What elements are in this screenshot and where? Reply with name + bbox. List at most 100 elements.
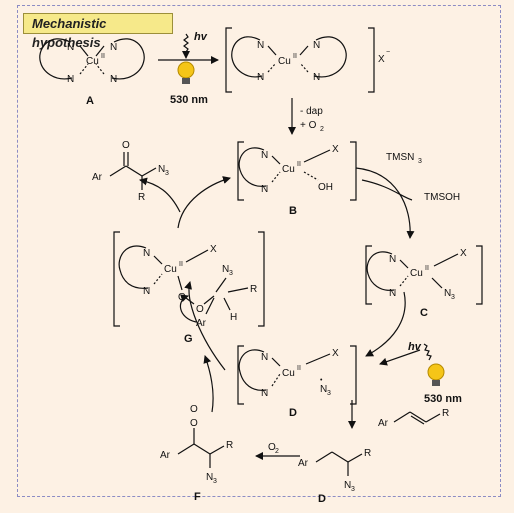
atom-n: N <box>110 74 117 85</box>
wavy-hv-right <box>423 343 432 361</box>
o2-subscript: 2 <box>275 448 279 455</box>
atom-n: N <box>67 74 74 85</box>
label-g: G <box>184 333 193 345</box>
atom-ar: Ar <box>160 450 171 461</box>
atom-ar: Ar <box>298 458 309 469</box>
atom-ar: Ar <box>196 318 207 329</box>
cycle-arc-c-to-d <box>365 291 406 357</box>
wavelength-label-2: 530 nm <box>424 393 462 405</box>
o2-subscript: 2 <box>320 126 324 133</box>
oxidation-state: II <box>297 161 301 168</box>
counter-anion: X <box>378 54 385 65</box>
atom-n: N <box>143 286 150 297</box>
atom-n: N <box>261 184 268 195</box>
atom-n: N <box>257 72 264 83</box>
tmsoh-release-curve <box>361 179 413 201</box>
azide-group: N <box>206 472 213 483</box>
atom-n: N <box>110 42 117 53</box>
label-d: D <box>289 407 297 419</box>
atom-ar: Ar <box>378 418 389 429</box>
complex-g <box>113 231 265 327</box>
hv-label-2: hv <box>408 341 422 353</box>
atom-cu: Cu <box>278 56 291 67</box>
oxidation-state: II <box>101 53 105 60</box>
atom-n: N <box>261 388 268 399</box>
atom-cu: Cu <box>282 164 295 175</box>
atom-r: R <box>226 440 233 451</box>
hv-label: hv <box>194 31 208 43</box>
title-badge: Mechanistic hypothesis <box>23 13 173 50</box>
atom-x: X <box>460 248 467 259</box>
radical-dot: • <box>320 377 323 384</box>
wavy-hv-top <box>183 33 189 53</box>
atom-n: N <box>261 150 268 161</box>
azide-group: N <box>158 164 165 175</box>
azide-subscript: 3 <box>165 170 169 177</box>
atom-n: N <box>389 288 396 299</box>
hydroxide: OH <box>318 182 333 193</box>
tmsn3-subscript: 3 <box>418 158 422 165</box>
complex-b <box>237 141 357 201</box>
atom-o: O <box>122 140 130 151</box>
complex-c <box>365 245 483 305</box>
azide-ligand: N <box>444 288 451 299</box>
oxidation-state: II <box>293 53 297 60</box>
atom-n: N <box>389 254 396 265</box>
oxidation-state: II <box>297 365 301 372</box>
atom-ar: Ar <box>92 172 103 183</box>
cycle-arc-d-to-g <box>184 281 226 371</box>
complex-d <box>237 345 357 405</box>
oxidation-state: II <box>179 261 183 268</box>
azide-radical: N <box>320 384 327 395</box>
azide-subscript: 3 <box>229 270 233 277</box>
atom-x: X <box>210 244 217 255</box>
atom-n: N <box>143 248 150 259</box>
o2-reagent: O <box>268 442 276 453</box>
azide-group: N <box>344 480 351 491</box>
reagent-tmsn3: TMSN <box>386 152 414 163</box>
label-a: A <box>86 95 94 107</box>
peroxyl-f <box>177 428 225 468</box>
byproduct-tmsoh: TMSOH <box>424 192 460 203</box>
complex-a <box>39 38 145 80</box>
atom-r: R <box>250 284 257 295</box>
light-bulb-icon <box>177 61 195 84</box>
light-bulb-icon-2 <box>427 363 445 386</box>
atom-cu: Cu <box>164 264 177 275</box>
label-d-radical: D <box>318 493 326 505</box>
azide-subscript: 3 <box>327 390 331 397</box>
excited-complex <box>225 27 375 93</box>
atom-h: H <box>230 312 237 323</box>
azide-subscript: 3 <box>451 294 455 301</box>
charge-sign: − <box>386 49 390 56</box>
atom-cu: Cu <box>282 368 295 379</box>
atom-n: N <box>257 40 264 51</box>
label-f: F <box>194 491 201 503</box>
label-c: C <box>420 307 428 319</box>
dap-loss: - dap <box>300 106 323 117</box>
arrow-product-release <box>139 177 181 213</box>
atom-o: O <box>190 404 198 415</box>
atom-n: N <box>261 352 268 363</box>
azide-subscript: 3 <box>213 478 217 485</box>
oxidation-state: II <box>425 265 429 272</box>
atom-n: N <box>313 72 320 83</box>
atom-r: R <box>138 192 145 203</box>
atom-x: X <box>332 348 339 359</box>
atom-o: O <box>190 418 198 429</box>
atom-x: X <box>332 144 339 155</box>
atom-r: R <box>442 408 449 419</box>
wavelength-label: 530 nm <box>170 94 208 106</box>
alkene-substrate <box>393 411 441 425</box>
o2-gain: + O <box>300 120 317 131</box>
cycle-arc-b-to-c <box>355 167 415 239</box>
cycle-arc-g-to-b <box>177 176 231 229</box>
ketone-product <box>109 152 157 190</box>
atom-r: R <box>364 448 371 459</box>
alkyl-radical-d <box>315 451 363 476</box>
atom-o: O <box>178 292 186 303</box>
arrow-f-to-g <box>203 355 214 413</box>
atom-o: O <box>196 304 204 315</box>
